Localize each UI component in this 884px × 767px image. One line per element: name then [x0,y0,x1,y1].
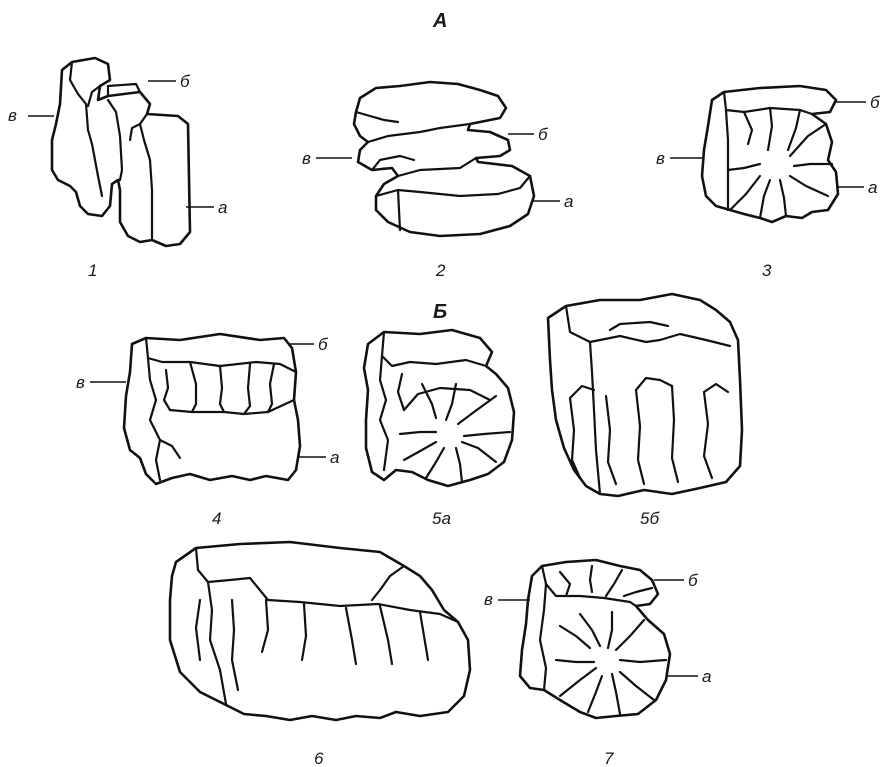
label-a-1: а [218,198,227,217]
tooth-figure-4: в б а 4 [76,334,339,528]
figure-number-4: 4 [212,509,221,528]
figure-number-1: 1 [88,261,97,280]
figure-number-7: 7 [604,749,614,767]
section-a-heading: А [432,10,447,32]
label-b-3: б [870,93,881,112]
label-a-4: а [330,448,339,467]
figure-number-5a: 5а [432,509,451,528]
section-b-heading: Б [433,301,447,323]
figure-number-5b: 5б [640,509,660,528]
tooth-figure-3: в б а 3 [656,86,881,280]
label-v-1: в [8,106,17,125]
label-v-2: в [302,149,311,168]
tooth-figure-6: 6 [170,542,470,767]
tooth-figure-1: в б а 1 [8,58,227,280]
figure-number-2: 2 [435,261,446,280]
figure-number-3: 3 [762,261,772,280]
label-v-3: в [656,149,665,168]
tooth-figure-7: в б а 7 [484,560,711,767]
label-v-7: в [484,590,493,609]
tooth-figure-2: в б а 2 [302,82,573,280]
label-v-4: в [76,373,85,392]
label-b-7: б [688,571,699,590]
label-b-4: б [318,335,329,354]
tooth-figure-5a: 5а [364,330,514,528]
label-b-1: б [180,72,191,91]
label-a-2: а [564,192,573,211]
tooth-figure-5b: 5б [548,294,742,528]
label-a-3: а [868,178,877,197]
label-b-2: б [538,125,549,144]
label-a-7: а [702,667,711,686]
figure-number-6: 6 [314,749,324,767]
